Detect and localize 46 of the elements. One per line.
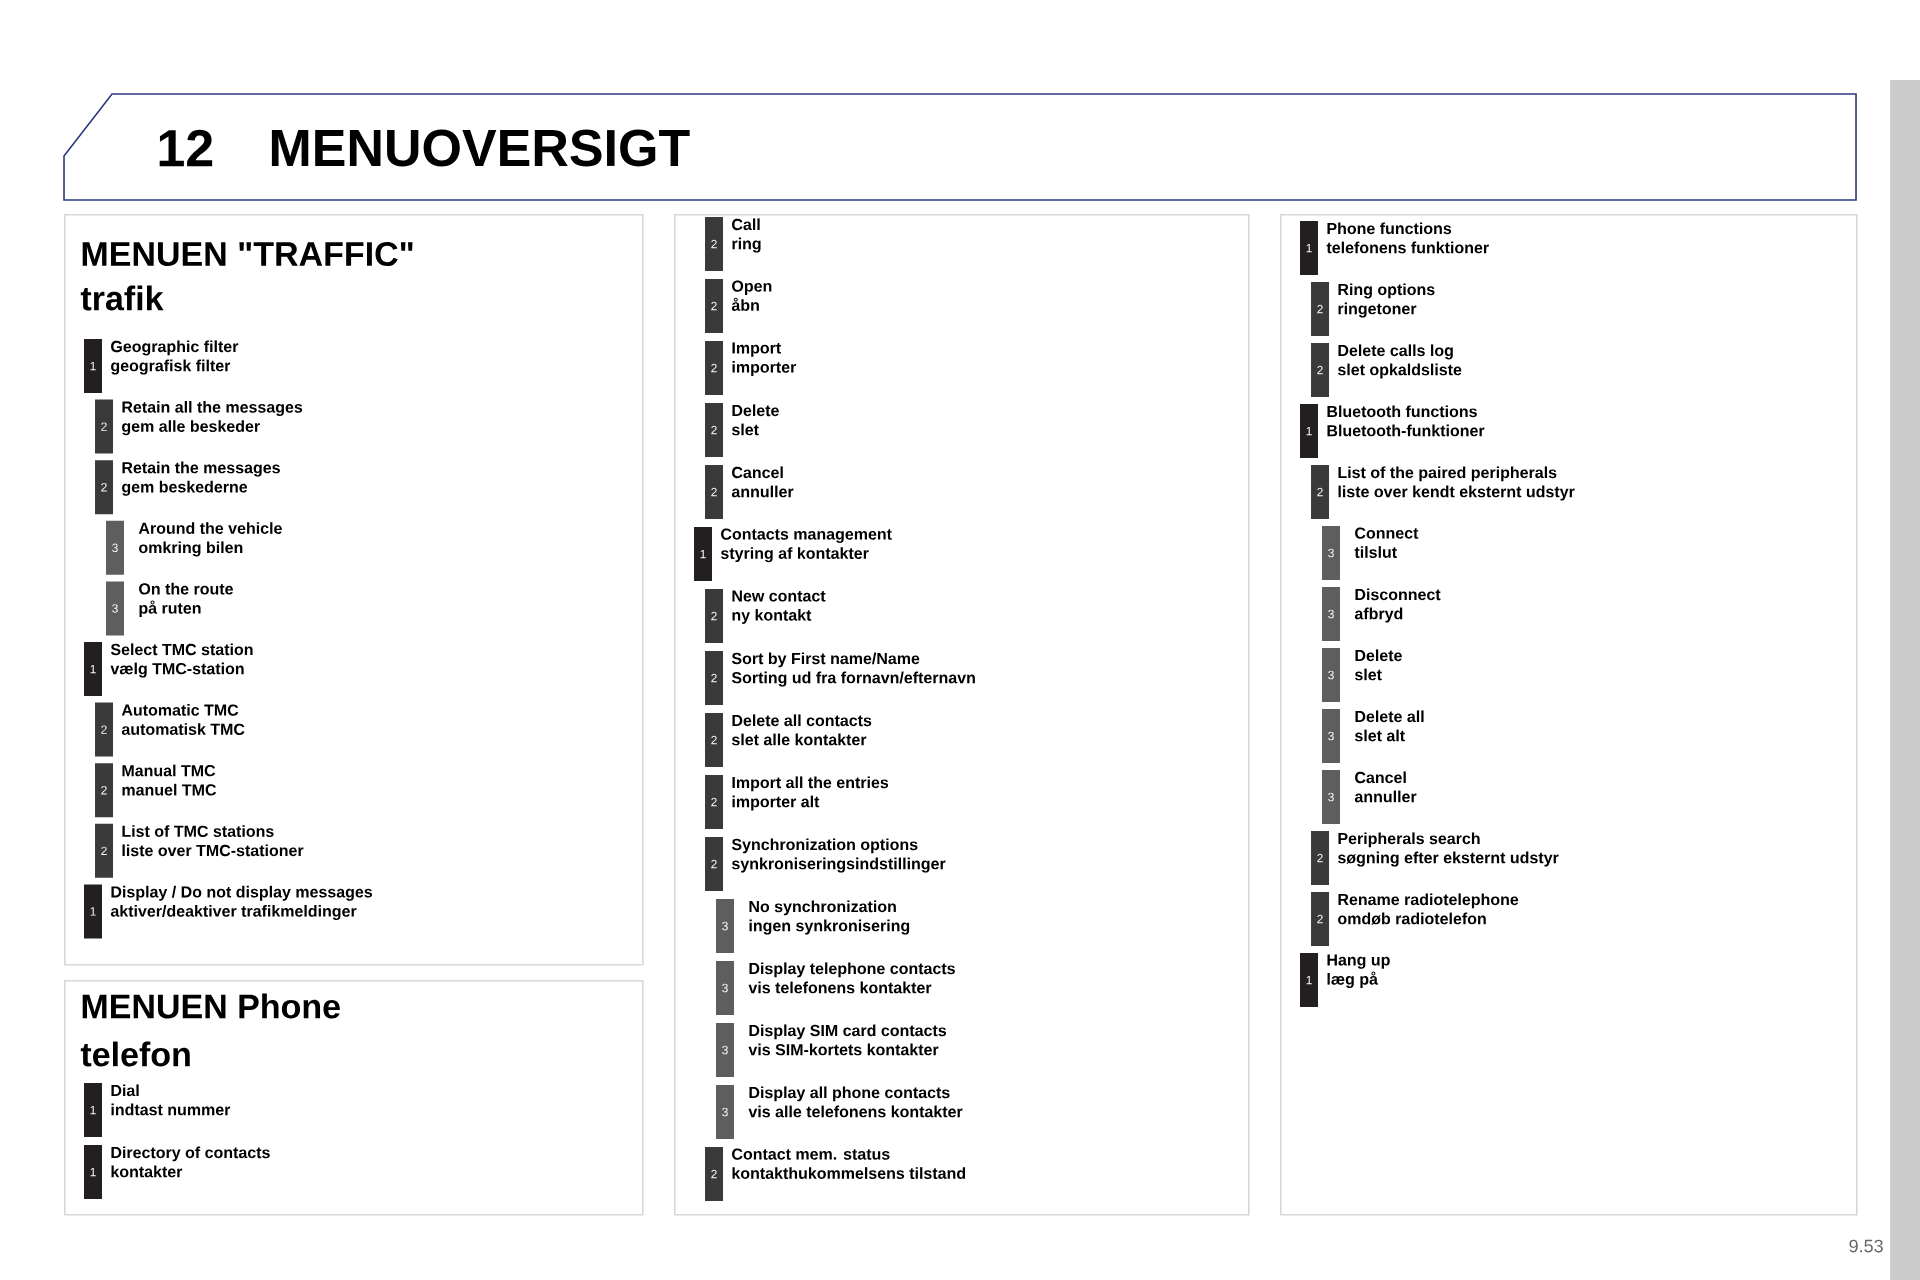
menu-item-text: Delete all contacts slet alle kontakter — [732, 714, 872, 746]
menu-item-text: Delete slet — [1355, 649, 1402, 681]
page-title: MENUOVERSIGT — [271, 129, 690, 167]
menu-item-text: Directory of contacts kontakter — [111, 1146, 270, 1178]
menu-item-text: Manual TMC manuel TMC — [122, 764, 217, 796]
menu-item-text: Contacts management styring af kontakter — [721, 528, 892, 563]
menu-item-text: Connect tilslut — [1354, 527, 1419, 558]
menu-item-text: Automatic TMC automatisk TMC — [121, 704, 245, 735]
menu-panel — [674, 214, 1250, 1216]
menu-item-text: Dial indtast nummer — [111, 1084, 231, 1116]
menu-item-text: Import all the entries importer alt — [732, 776, 889, 811]
menu-item-text: Display all phone contacts vis alle telefonens kontakter — [748, 1086, 963, 1118]
menu-item-text: Ring options ringetoner — [1338, 283, 1435, 318]
menu-item-text: Synchronization options synkroniseringsindstillinger — [731, 838, 946, 873]
menu-item-text: Retain all the messages gem alle beskeder — [122, 401, 303, 436]
menu-item-text: Around the vehicle omkring bilen — [138, 522, 282, 557]
menu-item-text: Rename radiotelephone omdøb radiotelefon — [1338, 893, 1519, 925]
menu-item-text: Retain the messages gem beskederne — [122, 461, 280, 496]
menu-item-text: Bluetooth functions Bluetooth-funktioner — [1327, 405, 1485, 437]
menu-item-text: Phone functions telefonens funktioner — [1326, 222, 1489, 254]
menu-item-text: Cancel annuller — [1354, 771, 1417, 803]
menu-item-text: No synchronization ingen synkronisering — [749, 900, 910, 935]
menu-item-text: Delete all slet alt — [1355, 710, 1424, 742]
menu-item-text: Display / Do not display messages aktiver/deaktiver trafikmeldinger — [110, 885, 373, 920]
menu-item-text: New contact ny kontakt — [732, 590, 826, 624]
menu-item-text: Contact mem. status kontakthukommelsens tilstand — [732, 1148, 966, 1179]
menu-item-text: Open åbn — [731, 280, 772, 311]
page-number: 9.53 — [1849, 1239, 1883, 1253]
menu-item-text: List of TMC stations liste over TMC-stationer — [122, 825, 304, 857]
menu-item-text: Geographic filter geografisk filter — [111, 340, 239, 375]
menu-item-text: Hang up læg på — [1327, 954, 1390, 988]
menu-panel — [1280, 214, 1858, 1216]
menu-item-text: Import importer — [732, 342, 797, 376]
menu-item-text: On the route på ruten — [139, 582, 233, 617]
menu-item-text: Delete slet — [732, 404, 779, 436]
menu-item-text: Peripherals search søgning efter eksternt udstyr — [1338, 832, 1559, 867]
menu-item-text: Sort by First name/Name Sorting ud fra fornavn/efternavn — [731, 652, 975, 687]
menu-item-text: Call ring — [732, 218, 761, 253]
menu-item-text: Display telephone contacts vis telefonens kontakter — [748, 962, 955, 994]
menu-item-text: Delete calls log slet opkaldsliste — [1338, 344, 1462, 379]
menu-item-text: Select TMC station vælg TMC-station — [110, 643, 253, 678]
menu-item-text: Display SIM card contacts vis SIM-kortets kontakter — [748, 1024, 947, 1056]
menu-item-text: Disconnect afbryd — [1354, 588, 1441, 623]
chapter-number: 12 — [159, 129, 213, 167]
menu-item-text: Cancel annuller — [731, 466, 794, 498]
menu-item-text: List of the paired peripherals liste over kendt eksternt udstyr — [1338, 466, 1575, 501]
